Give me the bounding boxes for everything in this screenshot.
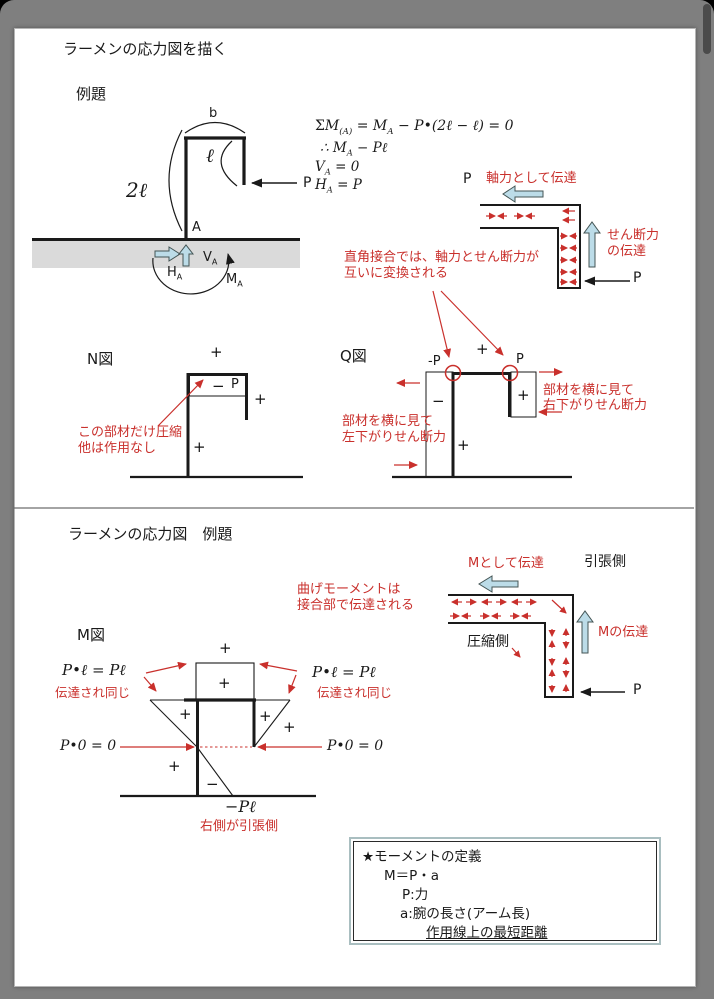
m-plus-rect: + — [218, 674, 231, 692]
m-plus-above: + — [219, 639, 232, 657]
frame-label-ell: ℓ — [206, 145, 214, 167]
frame-label-va: VA — [203, 250, 217, 268]
equation-ha: HA = P — [315, 177, 362, 195]
m-same-right: 伝達され同じ — [317, 685, 393, 700]
frame-ha-base: H — [167, 265, 177, 280]
eq-sub-aparen: (A) — [339, 126, 353, 137]
eq-m: M — [324, 118, 340, 134]
eq2-tail: − Pℓ — [352, 140, 388, 156]
frame-ma-sub: A — [237, 279, 243, 289]
n-plus-column: + — [193, 438, 206, 456]
eq3-head: V — [315, 159, 325, 175]
m-negpl-label: −Pℓ — [225, 797, 256, 816]
joint2-compression-side: 圧縮側 — [467, 634, 509, 650]
m-plus-left-triangle: + — [179, 705, 192, 723]
q-plus-right: + — [517, 386, 530, 404]
q-negp-label: -P — [428, 354, 441, 369]
section2-title: ラーメンの応力図 例題 — [68, 525, 233, 543]
n-plus-right: + — [254, 390, 267, 408]
m-pl-right: P•ℓ = Pℓ — [312, 663, 376, 681]
m-p0-right: P•0 = 0 — [327, 738, 384, 754]
definition-title: ★モーメントの定義 — [362, 849, 482, 865]
eq4-sub: A — [326, 184, 333, 195]
q-note-right-2: 右下がりせん断力 — [543, 398, 648, 413]
joint2-note-1: 曲げモーメントは — [297, 582, 401, 597]
frame-va-sub: A — [211, 257, 218, 267]
joint2-tension-side: 引張側 — [584, 554, 626, 570]
moment-definition-inner: ★モーメントの定義 M＝P・a P:力 a:腕の長さ(アーム長) 作用線上の最短… — [353, 841, 657, 941]
joint-note-line1: 直角接合では、軸力とせん断力が — [344, 250, 540, 265]
scrollbar-thumb[interactable] — [703, 4, 711, 54]
eq3-tail: = 0 — [330, 159, 360, 175]
n-minus-value: − — [212, 377, 225, 395]
q-note-right-1: 部材を横に見て — [543, 383, 635, 398]
definition-distance: 作用線上の最短距離 — [426, 925, 548, 941]
frame-label-2ell: 2ℓ — [126, 178, 148, 202]
m-p0-left: P•0 = 0 — [60, 738, 117, 754]
frame-label-a: A — [192, 220, 201, 235]
joint1-shear-label-2: の伝達 — [607, 244, 647, 259]
joint-note-line2: 互いに変換される — [344, 266, 449, 281]
q-note-left-2: 左下がりせん断力 — [342, 430, 447, 445]
q-diagram-label: Q図 — [340, 347, 367, 365]
m-plus-left-mid: + — [168, 757, 181, 775]
m-pl-left: P•ℓ = Pℓ — [62, 661, 126, 679]
m-same-left: 伝達され同じ — [55, 685, 131, 700]
m-minus-bottom: − — [206, 775, 219, 793]
q-plus-column: + — [457, 436, 470, 454]
definition-formula: M＝P・a — [384, 868, 440, 884]
n-note-line2: 他は作用なし — [78, 441, 157, 456]
n-p-value: P — [231, 377, 239, 392]
moment-definition-box: ★モーメントの定義 M＝P・a P:力 a:腕の長さ(アーム長) 作用線上の最短… — [349, 837, 661, 945]
section1-subtitle: 例題 — [76, 85, 107, 103]
frame-va-base: V — [203, 250, 212, 265]
m-plus-right-triangle: + — [259, 707, 272, 725]
equation-ma-result: ∴ MA − Pℓ — [320, 140, 387, 158]
equation-sum-moment: ΣM(A) = MA − P•(2ℓ − ℓ) = 0 — [315, 118, 514, 138]
section1-title: ラーメンの応力図を描く — [63, 40, 228, 58]
q-note-left-1: 部材を横に見て — [342, 414, 434, 429]
eq-tail: − P•(2ℓ − ℓ) = 0 — [393, 118, 514, 134]
definition-p: P:力 — [402, 887, 429, 903]
frame-label-p: P — [303, 175, 312, 191]
q-p-label: P — [516, 352, 524, 367]
joint2-p-label: P — [633, 682, 642, 698]
n-diagram-label: N図 — [87, 350, 114, 368]
joint2-m-transfer-right: Mの伝達 — [598, 625, 649, 640]
joint2-note-2: 接合部で伝達される — [297, 598, 415, 613]
joint2-m-transfer-top: Mとして伝達 — [468, 556, 544, 571]
joint1-axial-label: 軸力として伝達 — [486, 171, 577, 186]
eq-sigma: Σ — [315, 118, 325, 134]
m-plus-right-outer: + — [283, 718, 296, 736]
frame-label-b: b — [209, 106, 218, 121]
m-diagram-label: M図 — [77, 626, 105, 644]
q-plus-top: + — [476, 340, 489, 358]
eq3-sub: A — [324, 166, 331, 177]
q-minus-left: − — [432, 392, 445, 410]
n-plus-top: + — [210, 343, 223, 361]
joint1-p-top: P — [463, 171, 472, 187]
frame-ha-sub: A — [176, 272, 183, 282]
eq2-sub: A — [346, 147, 353, 158]
frame-label-ha: HA — [167, 265, 182, 283]
m-tension-note: 右側が引張側 — [200, 819, 279, 834]
eq-sub-a: A — [387, 126, 394, 137]
joint1-shear-label-1: せん断力 — [607, 228, 660, 243]
n-note-line1: この部材だけ圧縮 — [78, 425, 183, 440]
eq2-head: ∴ M — [320, 140, 347, 156]
eq-mid: = M — [352, 118, 388, 134]
definition-a: a:腕の長さ(アーム長) — [400, 906, 531, 922]
joint1-p-bottom: P — [633, 270, 642, 286]
eq4-head: H — [315, 177, 327, 193]
frame-ma-base: M — [226, 272, 238, 287]
frame-label-ma: MA — [226, 272, 243, 290]
eq4-tail: = P — [332, 177, 362, 193]
equation-va: VA = 0 — [315, 159, 359, 177]
